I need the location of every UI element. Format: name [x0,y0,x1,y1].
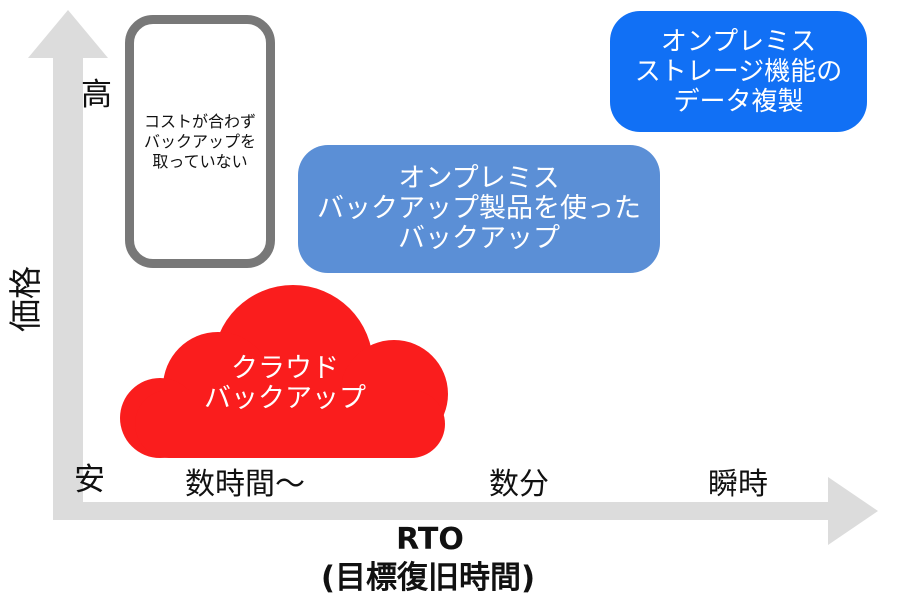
cloud-backup-line: クラウド [231,352,339,384]
onprem-storage-replication-line: ストレージ機能の [634,56,843,87]
cloud-backup-shape: クラウド バックアップ [120,285,450,458]
y-axis-title: 価格 [6,266,45,332]
cloud-backup-line: バックアップ [204,382,366,414]
x-axis-line [53,502,830,520]
y-axis-high-label: 高 [81,77,112,113]
x-axis-title: RTO [396,522,464,557]
x-axis-arrowhead-icon [828,477,878,545]
cloud-base-icon [135,390,445,458]
x-tick-instant: 瞬時 [708,467,768,502]
onprem-storage-replication-line: データ複製 [673,86,804,117]
y-axis-line [53,50,83,520]
x-axis-subtitle: (目標復旧時間) [320,560,536,596]
y-axis-arrowhead-icon [28,10,108,58]
no-backup-box-line: 取っていない [152,151,248,171]
no-backup-box: コストが合わず バックアップを 取っていない [125,15,275,268]
no-backup-box-line: バックアップを [143,131,256,151]
onprem-storage-replication-line: オンプレミス [660,26,817,57]
onprem-storage-replication-box: オンプレミス ストレージ機能の データ複製 [610,11,867,132]
onprem-backup-product-line: バックアップ製品を使った [317,193,641,224]
x-tick-minutes: 数分 [489,467,549,502]
onprem-backup-product-box: オンプレミス バックアップ製品を使った バックアップ [298,145,660,273]
onprem-backup-product-line: オンプレミス [398,163,560,194]
onprem-backup-product-line: バックアップ [398,223,560,254]
x-tick-hours: 数時間〜 [185,467,305,502]
no-backup-box-line: コストが合わず [143,111,256,131]
cloud-backup-label: クラウド バックアップ [120,285,450,458]
y-axis-low-label: 安 [74,462,105,498]
